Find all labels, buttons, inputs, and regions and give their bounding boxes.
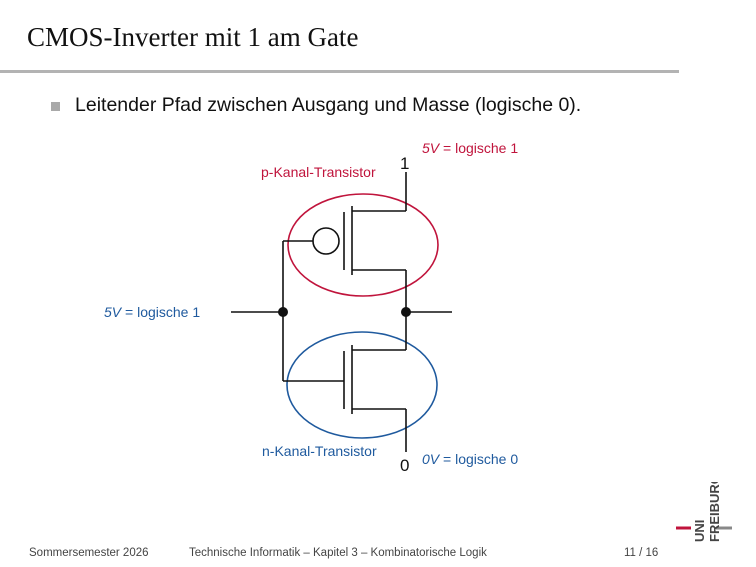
vdd-annotation: 5V = logische 1 [422, 140, 518, 156]
output-junction-dot [401, 307, 411, 317]
bottom-rail-value: 0 [400, 456, 409, 475]
input-annotation-text: = logische 1 [121, 304, 200, 320]
gnd-annotation-symbol: 0V [422, 451, 441, 467]
bullet-text: Leitender Pfad zwischen Ausgang und Mass… [75, 94, 582, 116]
footer-page-number: 11 / 16 [624, 547, 659, 559]
footer-semester: Sommersemester 2026 [29, 547, 149, 559]
n-transistor-highlight [286, 331, 438, 439]
logo-uni-text: UNI [692, 520, 707, 542]
logo-freiburg-text: FREIBURG [707, 482, 722, 542]
gnd-annotation: 0V = logische 0 [422, 451, 518, 467]
input-annotation-symbol: 5V [104, 304, 123, 320]
bullet-marker [51, 102, 60, 111]
p-gate-bubble [312, 227, 340, 255]
footer-course: Technische Informatik – Kapitel 3 – Komb… [189, 547, 487, 559]
top-rail-value: 1 [400, 154, 409, 173]
slide-title: CMOS-Inverter mit 1 am Gate [27, 22, 359, 52]
p-transistor-highlight [287, 193, 439, 297]
vdd-annotation-text: = logische 1 [439, 140, 518, 156]
input-annotation: 5V = logische 1 [104, 304, 200, 320]
gnd-annotation-text: = logische 0 [439, 451, 518, 467]
n-transistor-label: n-Kanal-Transistor [262, 443, 377, 459]
title-divider [0, 70, 679, 73]
vdd-annotation-symbol: 5V [422, 140, 441, 156]
input-junction-dot [278, 307, 288, 317]
p-transistor-label: p-Kanal-Transistor [261, 164, 376, 180]
university-logo: UNI FREIBURG [676, 482, 732, 542]
